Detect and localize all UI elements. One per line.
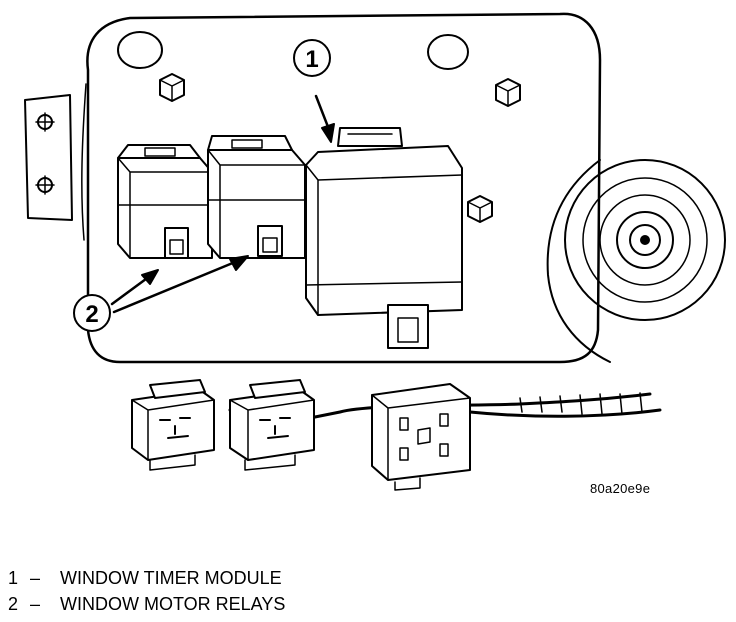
legend-number: 2 — [8, 594, 19, 614]
bolt-icon — [495, 78, 521, 107]
callout-2: 2 — [73, 255, 249, 332]
relay-connector — [131, 379, 215, 471]
window-motor-relay — [117, 144, 213, 259]
figure-code: 80a20e9e — [590, 481, 651, 496]
bolt-icon — [159, 73, 185, 102]
legend-number: 1 — [8, 568, 19, 588]
legend-separator: – — [30, 568, 41, 588]
legend-label: WINDOW TIMER MODULE — [60, 568, 282, 588]
relay-connector — [229, 379, 315, 471]
diagram-illustration: 1 2 — [24, 12, 726, 491]
legend-label: WINDOW MOTOR RELAYS — [60, 594, 286, 614]
legend-item: 2–WINDOW MOTOR RELAYS — [8, 591, 285, 617]
legend-separator: – — [30, 594, 41, 614]
legend-item: 1–WINDOW TIMER MODULE — [8, 565, 285, 591]
timer-module-connector — [371, 383, 471, 491]
speaker-icon — [546, 159, 726, 363]
window-timer-module — [305, 127, 463, 349]
legend: 1–WINDOW TIMER MODULE 2–WINDOW MOTOR REL… — [8, 565, 285, 617]
window-motor-relay — [207, 135, 306, 259]
svg-text:2: 2 — [85, 301, 98, 328]
callout-1: 1 — [293, 39, 335, 143]
bolt-icon — [467, 195, 493, 223]
svg-text:1: 1 — [305, 46, 318, 73]
mounting-panel — [24, 12, 602, 364]
